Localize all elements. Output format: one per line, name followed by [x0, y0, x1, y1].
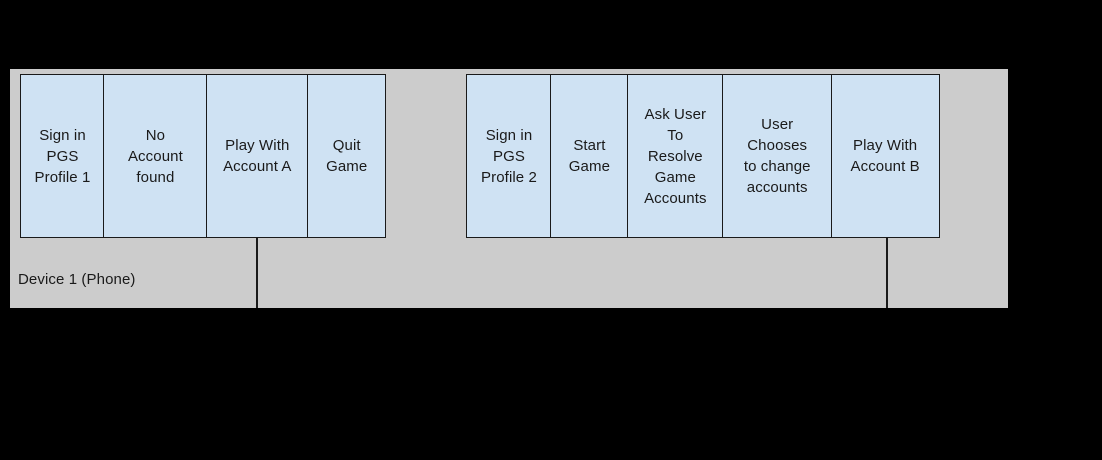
phase-box-label: User Chooses to change accounts	[743, 116, 811, 196]
phase-box-label: Ask User To Resolve Game Accounts	[644, 105, 707, 207]
phase-box-label: Play With Account B	[850, 137, 920, 175]
phase-box-user-chooses-to-change-accounts[interactable]: User Chooses to change accounts	[722, 74, 833, 238]
device-lane-label: Device 1 (Phone)	[18, 271, 136, 288]
phase-box-play-with-account-a[interactable]: Play With Account A	[205, 74, 309, 238]
phase-box-ask-user-to-resolve-game-accounts[interactable]: Ask User To Resolve Game Accounts	[626, 74, 724, 238]
phase-box-no-account-found[interactable]: No Account found	[103, 74, 208, 238]
connector-line-right	[886, 238, 888, 308]
flow-group-profile-1: Sign in PGS Profile 1 No Account found P…	[20, 74, 389, 238]
phase-box-label: Quit Game	[326, 137, 368, 175]
phase-box-quit-game[interactable]: Quit Game	[307, 74, 387, 238]
phase-box-sign-in-pgs-profile-1[interactable]: Sign in PGS Profile 1	[20, 74, 105, 238]
flow-group-profile-2: Sign in PGS Profile 2 Start Game Ask Use…	[466, 74, 941, 238]
phase-box-start-game[interactable]: Start Game	[550, 74, 629, 238]
connector-line-left	[256, 238, 258, 308]
phase-box-label: Play With Account A	[223, 137, 292, 175]
phase-box-play-with-account-b[interactable]: Play With Account B	[830, 74, 940, 238]
phase-box-label: Sign in PGS Profile 2	[481, 126, 537, 186]
phase-box-label: Sign in PGS Profile 1	[34, 126, 91, 186]
phase-box-sign-in-pgs-profile-2[interactable]: Sign in PGS Profile 2	[466, 74, 552, 238]
phase-box-label: Start Game	[568, 137, 611, 175]
phase-box-label: No Account found	[127, 126, 183, 186]
